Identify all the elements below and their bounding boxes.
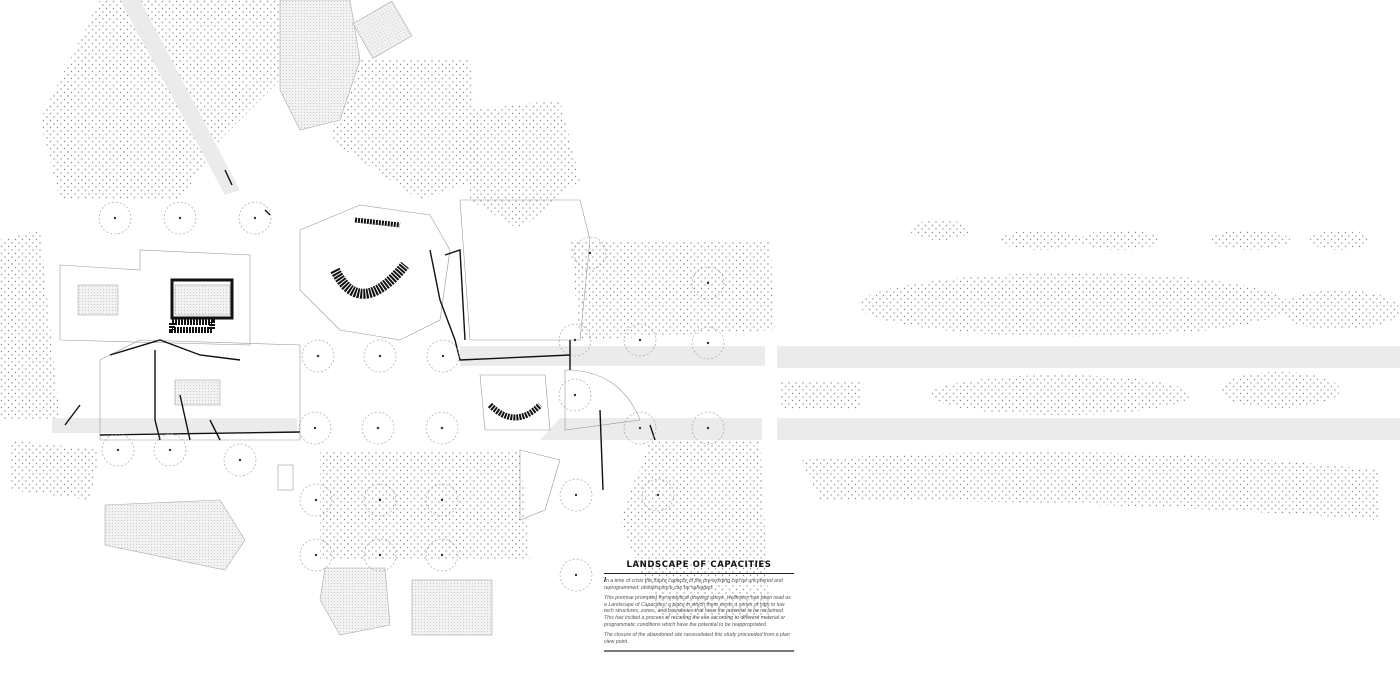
node-center-dot	[706, 341, 710, 345]
node-center-dot	[573, 393, 577, 397]
node-center-dot	[440, 553, 444, 557]
node-center-dot	[638, 426, 642, 430]
caption-divider	[604, 650, 794, 652]
node-center-dot	[314, 553, 318, 557]
node-center-dot	[178, 216, 182, 220]
node-circles	[98, 201, 725, 592]
node-center-dot	[113, 216, 117, 220]
caption-paragraph: The closure of the abandoned site necess…	[604, 632, 790, 645]
node-center-dot	[314, 498, 318, 502]
node-center-dot	[168, 448, 172, 452]
node-center-dot	[378, 553, 382, 557]
building-footprints	[77, 0, 493, 636]
node-center-dot	[706, 281, 710, 285]
seating-arcs	[169, 217, 543, 421]
node-center-dot	[378, 498, 382, 502]
movement-traces	[64, 169, 656, 491]
node-center-dot	[440, 498, 444, 502]
node-center-dot	[253, 216, 257, 220]
node-center-dot	[574, 493, 578, 497]
node-center-dot	[588, 251, 592, 255]
node-center-dot	[573, 338, 577, 342]
node-center-dot	[376, 426, 380, 430]
node-center-dot	[440, 426, 444, 430]
node-center-dot	[313, 426, 317, 430]
caption-block: LANDSCAPE OF CAPACITIES In a time of cri…	[604, 560, 794, 652]
caption-title: LANDSCAPE OF CAPACITIES	[604, 560, 794, 574]
caption-paragraph: This premise prompted the analytical dra…	[604, 595, 791, 628]
runways	[52, 0, 1400, 440]
node-center-dot	[574, 573, 578, 577]
node-center-dot	[116, 448, 120, 452]
node-center-dot	[638, 338, 642, 342]
node-center-dot	[238, 458, 242, 462]
node-center-dot	[706, 426, 710, 430]
vegetation-zones	[0, 0, 1400, 620]
node-center-dot	[316, 354, 320, 358]
node-center-dot	[441, 354, 445, 358]
site-outlines	[59, 199, 641, 521]
node-center-dot	[378, 354, 382, 358]
caption-paragraph: In a time of crisis the future capacity …	[604, 577, 783, 591]
node-center-dot	[656, 493, 660, 497]
